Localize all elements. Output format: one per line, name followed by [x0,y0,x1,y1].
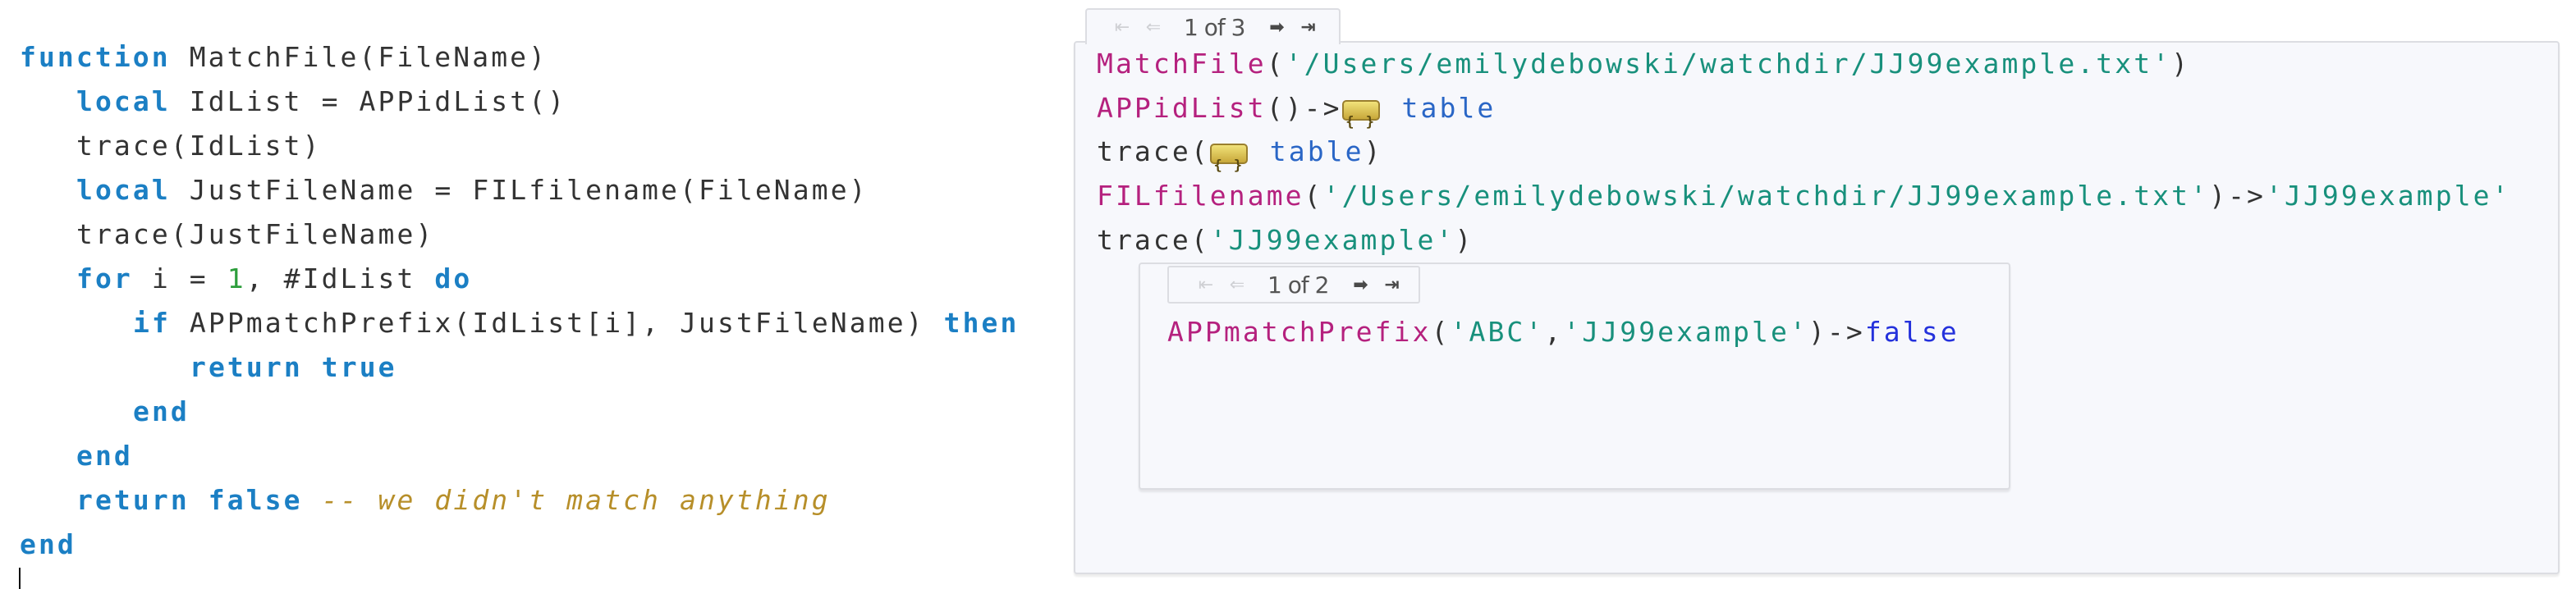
code-line: end [76,434,133,478]
first-page-icon[interactable]: ⇤ [1198,274,1214,295]
code-token: trace( [1097,223,1210,256]
code-token: ( [1431,316,1451,348]
code-token: APPmatchPrefix [1167,316,1432,348]
code-token: ) [2171,48,2191,80]
table-icon[interactable] [1341,99,1380,144]
code-token: MatchFile [1097,48,1267,80]
code-line: local IdList = APPidList() [76,80,566,124]
code-token: local [76,174,171,206]
code-token: 'JJ99example' [2266,180,2511,212]
code-line: end [20,523,76,567]
code-token: ) [1364,135,1383,168]
code-token: ) [1455,223,1474,256]
code-token: , #IdList [245,263,435,294]
code-token: end [20,528,76,560]
code-token: i = [132,263,227,294]
text-cursor [19,568,21,589]
table-icon[interactable] [1209,144,1248,188]
previous-icon[interactable]: ⇐ [1229,274,1245,295]
code-token: IdList = APPidList() [170,85,567,117]
code-line: trace(JustFileName) [76,212,434,257]
last-page-icon[interactable]: ⇥ [1384,274,1400,295]
next-icon[interactable]: ➡ [1353,274,1368,295]
code-token: 'JJ99example' [1209,223,1455,256]
code-token: false [1864,316,1960,348]
annotation-line: trace( table) [1097,130,1383,188]
code-token: ()-> [1266,91,1342,124]
annotation-line: FILfilename('/Users/emilydebowski/watchd… [1097,174,2511,218]
code-token [303,351,322,383]
code-token: for [76,263,133,294]
code-token: local [76,85,171,117]
code-token: APPidList [1097,91,1267,124]
loop-call-navigator: ⇤ ⇐ 1 of 2 ➡ ⇥ [1167,266,1420,304]
code-token: '/Users/emilydebowski/watchdir/JJ99examp… [1322,180,2210,212]
code-token: -- we didn't match anything [302,484,831,516]
code-line: return true [190,345,397,390]
code-token: true [321,351,397,383]
first-page-icon[interactable]: ⇤ [1114,16,1130,38]
code-token: then [943,307,1020,339]
code-token: '/Users/emilydebowski/watchdir/JJ99examp… [1285,48,2172,80]
code-token: do [434,263,473,294]
code-token: )-> [2209,180,2267,212]
call-count: 1 of 3 [1184,13,1245,41]
code-line: if APPmatchPrefix(IdList[i], JustFileNam… [133,301,1020,345]
code-token: trace( [1097,135,1210,168]
code-token: table [1382,91,1497,124]
code-line: return false -- we didn't match anything [76,478,831,523]
code-line: local JustFileName = FILfilename(FileNam… [76,168,869,212]
code-token: 'JJ99example' [1563,316,1808,348]
code-token: )-> [1808,316,1865,348]
annotation-line: trace('JJ99example') [1097,218,1474,263]
code-token: ( [1266,48,1286,80]
code-token: false [208,484,303,516]
code-token: JustFileName = FILfilename(FileName) [170,174,869,206]
next-icon[interactable]: ➡ [1269,16,1285,38]
code-token [190,484,209,516]
code-token: table [1250,135,1364,168]
code-token: 1 [227,263,246,294]
code-token: trace(JustFileName) [76,218,435,250]
code-token: ( [1304,180,1323,212]
call-navigator: ⇤ ⇐ 1 of 3 ➡ ⇥ [1085,8,1341,44]
code-line: for i = 1, #IdList do [76,257,472,301]
annotation-line: APPidList()-> table [1097,86,1497,144]
code-token: trace(IdList) [76,130,322,162]
code-token: end [76,440,133,472]
code-line: end [133,390,190,434]
code-token: if [133,307,171,339]
code-line: trace(IdList) [76,124,322,168]
previous-icon[interactable]: ⇐ [1145,16,1162,38]
code-token: MatchFile(FileName) [170,41,548,73]
loop-annotation-line: APPmatchPrefix('ABC','JJ99example')->fal… [1167,310,1960,354]
annotation-line: MatchFile('/Users/emilydebowski/watchdir… [1097,42,2190,86]
loop-call-count: 1 of 2 [1267,271,1329,299]
code-token: return [76,484,190,516]
code-token: APPmatchPrefix(IdList[i], JustFileName) [170,307,944,339]
code-token: , [1544,316,1564,348]
last-page-icon[interactable]: ⇥ [1300,16,1316,38]
code-token: 'ABC' [1450,316,1545,348]
code-token: function [20,41,171,73]
code-token: FILfilename [1097,180,1304,212]
code-line: function MatchFile(FileName) [20,35,548,80]
code-token: end [133,395,190,427]
code-token: return [190,351,303,383]
